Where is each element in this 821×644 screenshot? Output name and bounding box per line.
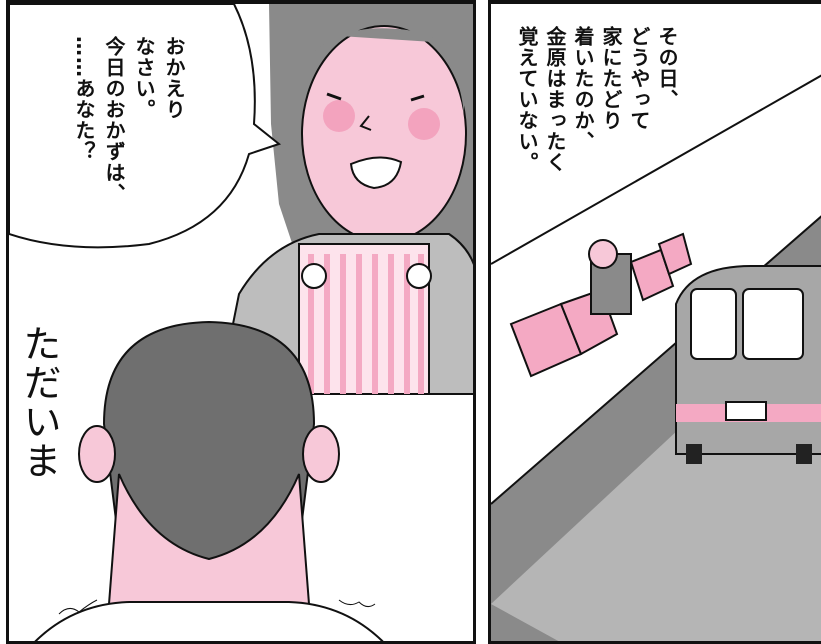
manga-panel-right: その日、 どうやって 家にたどり 着いたのか、 金原はまったく 覚えていない。	[488, 0, 821, 644]
caption-line: その日、	[655, 26, 679, 110]
woman-face	[301, 25, 467, 243]
speech-line: 今日のおかずは、	[102, 36, 126, 204]
panel-right-art	[491, 74, 821, 641]
caption-line: 覚えていない。	[515, 26, 539, 173]
panel-left-art	[9, 4, 473, 641]
mouth	[349, 156, 403, 190]
blush-left	[323, 100, 355, 132]
speech-line: ……あなた？	[72, 36, 96, 162]
man-head	[588, 239, 618, 269]
man-ear-right	[302, 425, 340, 483]
speech-bubble-text: おかえり なさい。 今日のおかずは、 ……あなた？	[69, 36, 189, 246]
apron-button-left	[301, 263, 327, 289]
man-collar	[34, 601, 384, 641]
eye-right	[410, 94, 425, 102]
caption-line: どうやって	[627, 26, 651, 131]
sound-effect-text: ただいま	[17, 324, 61, 480]
train-plate	[725, 401, 767, 421]
speech-line: おかえり	[162, 36, 186, 120]
narration-caption: その日、 どうやって 家にたどり 着いたのか、 金原はまったく 覚えていない。	[513, 26, 681, 236]
manga-panel-left: おかえり なさい。 今日のおかずは、 ……あなた？ ただいま	[6, 0, 476, 644]
man-neck	[107, 473, 311, 605]
train-window-left	[690, 288, 737, 360]
caption-line: 金原はまったく	[543, 26, 567, 173]
man-ear-left	[78, 425, 116, 483]
wheel	[686, 444, 702, 464]
wheel	[796, 444, 812, 464]
nose	[359, 115, 372, 131]
woman-bangs	[304, 28, 464, 114]
blush-right	[408, 108, 440, 140]
shake-mark-right	[338, 599, 376, 608]
train-window-right	[742, 288, 804, 360]
caption-line: 家にたどり	[599, 26, 623, 131]
speech-bubble	[9, 4, 282, 249]
apron-stripes	[308, 254, 424, 394]
shake-mark-left	[58, 599, 98, 615]
speech-line: なさい。	[132, 36, 156, 120]
caption-line: 着いたのか、	[571, 26, 595, 152]
eye-left	[326, 92, 342, 101]
apron-button-right	[406, 263, 432, 289]
